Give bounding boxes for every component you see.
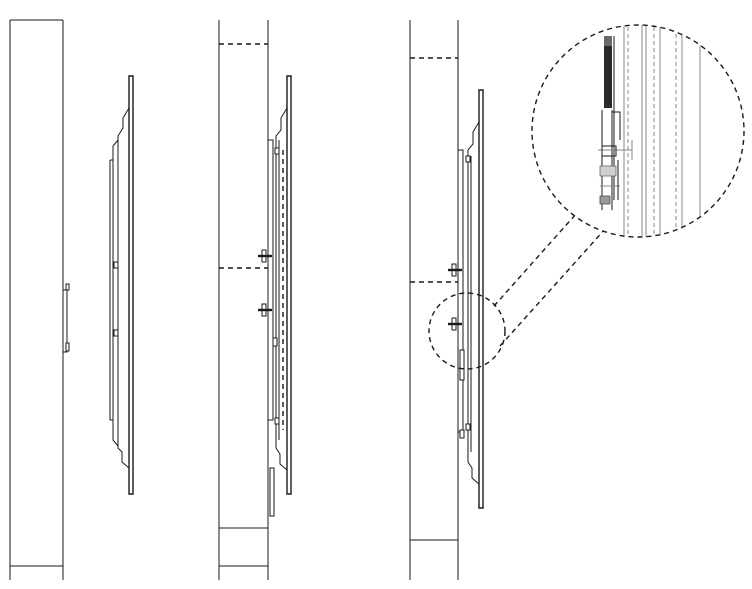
panel-1-wall-and-tv (9, 19, 134, 580)
panel-3-bracket (448, 149, 465, 439)
magnified-detail (531, 24, 745, 238)
panel-1-wall-plate (62, 283, 70, 353)
detail-source-circle (428, 292, 506, 370)
panel-1-tv (109, 75, 134, 495)
panel-3-wall (409, 20, 459, 580)
detail-connector-lines (493, 213, 607, 347)
panel-2-tv (272, 75, 292, 495)
panel-3-tv (465, 89, 484, 509)
panel-2-mounted-tv (218, 20, 292, 580)
panel-2-wall (218, 20, 269, 580)
panel-3-detail-view (409, 20, 745, 580)
panel-1-wall (9, 19, 64, 580)
panel-2-bracket (258, 139, 275, 517)
detail-magnified-circle (531, 24, 745, 238)
